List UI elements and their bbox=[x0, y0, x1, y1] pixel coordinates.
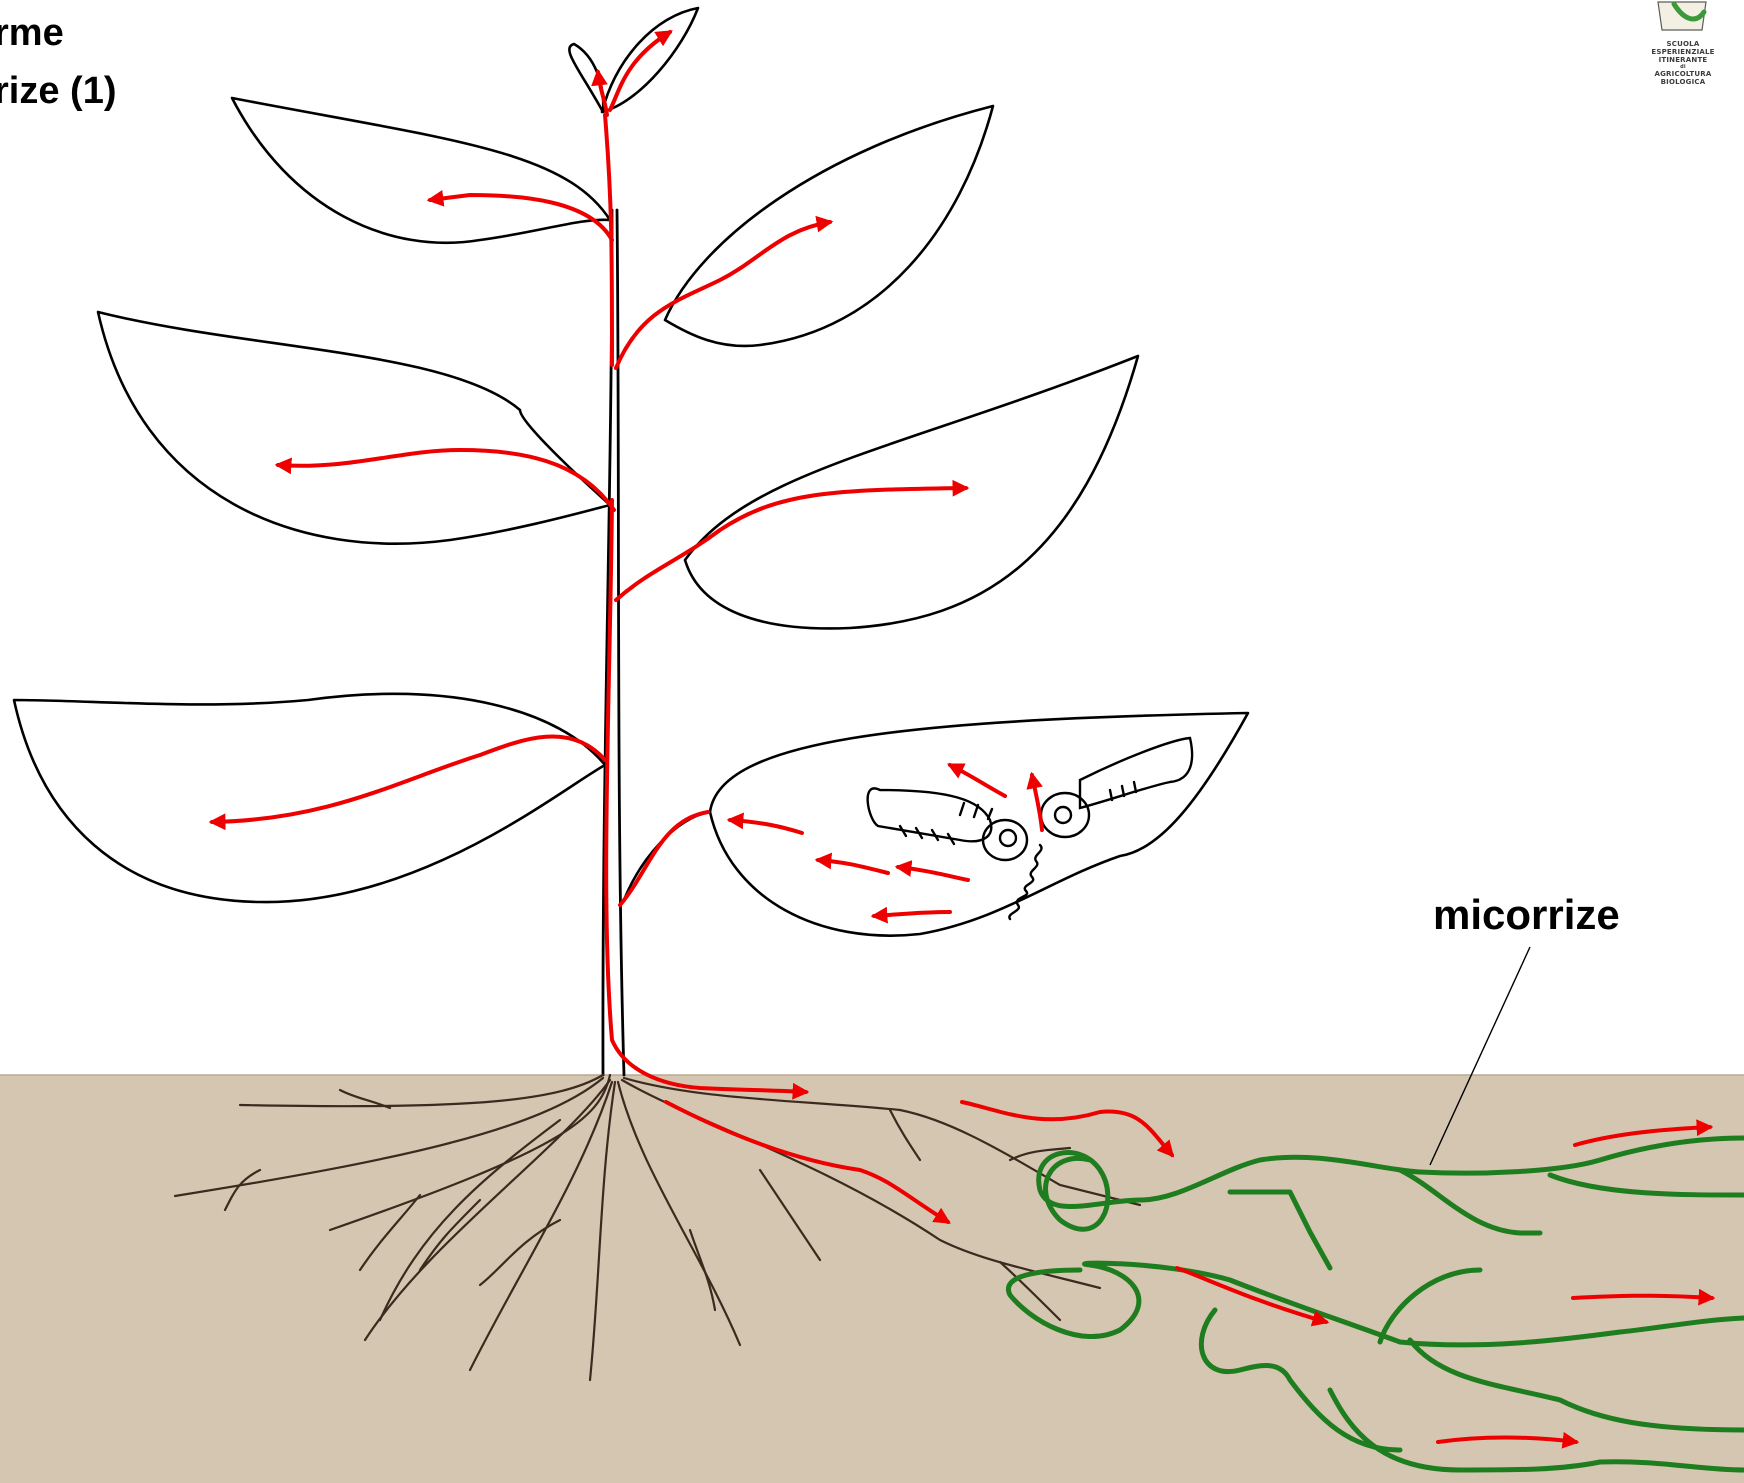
logo-text-line-5: AGRICOLTURA bbox=[1644, 70, 1722, 78]
leaf-mid-right bbox=[685, 356, 1138, 628]
logo-emblem-icon bbox=[1644, 0, 1722, 40]
soil-layer bbox=[0, 1075, 1744, 1483]
logo-text-line-2: ESPERIENZIALE bbox=[1644, 48, 1722, 56]
caterpillars bbox=[868, 738, 1192, 919]
petiole-lower-right bbox=[624, 812, 710, 900]
flow-leaf-arrow-3 bbox=[898, 867, 968, 880]
flow-mid-left-leaf bbox=[278, 450, 614, 510]
flow-stem-to-root bbox=[606, 500, 806, 1092]
logo-text-line-6: BIOLOGICA bbox=[1644, 78, 1722, 86]
page-title-line-2: rize (1) bbox=[0, 72, 116, 110]
caterpillar-chewed-edge bbox=[1009, 845, 1041, 919]
flow-leaf-arrow-2 bbox=[818, 860, 888, 873]
leaves bbox=[14, 8, 1248, 936]
leaf-upper-left bbox=[232, 98, 610, 243]
flow-lower-left-leaf bbox=[212, 737, 605, 822]
logo-text-line-1: SCUOLA bbox=[1644, 40, 1722, 48]
leaf-upper-right bbox=[665, 106, 993, 346]
flow-mid-right-leaf bbox=[616, 488, 966, 600]
logo-text-line-3: ITINERANTE bbox=[1644, 56, 1722, 64]
flow-lower-right-leaf bbox=[620, 812, 708, 905]
leaf-lower-left bbox=[14, 694, 605, 902]
flow-hypha-mid-right bbox=[1573, 1296, 1712, 1298]
caterpillar-right bbox=[1041, 738, 1192, 837]
caterpillar-left bbox=[868, 788, 1027, 860]
flow-leaf-arrow-5 bbox=[950, 765, 1005, 796]
school-logo: SCUOLA ESPERIENZIALE ITINERANTE di AGRIC… bbox=[1644, 0, 1722, 90]
stem-outline-right bbox=[617, 210, 624, 1075]
flow-leaf-arrow-4 bbox=[874, 912, 950, 916]
flow-leaf-arrow-6 bbox=[1032, 775, 1042, 830]
flow-leaf-arrow-1 bbox=[730, 820, 802, 833]
leaf-lower-right bbox=[710, 713, 1248, 936]
mycorrhizae-label: micorrize bbox=[1433, 894, 1620, 936]
leaf-mid-left bbox=[98, 312, 610, 544]
page-title-line-1: rme bbox=[0, 14, 64, 52]
